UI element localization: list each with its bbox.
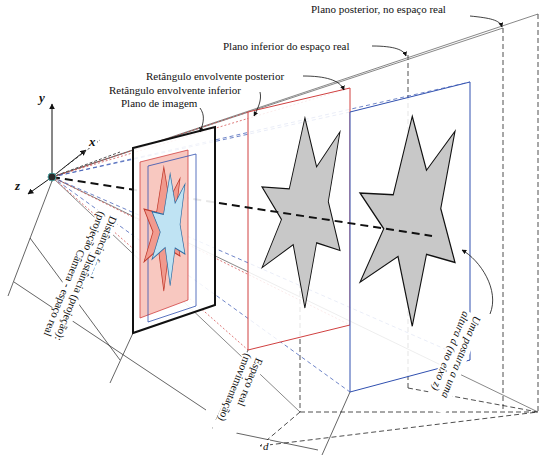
callout-label: y <box>38 92 46 104</box>
bounding-rectangle-lower <box>248 88 350 350</box>
callout-label: Plano de imagem <box>120 97 198 109</box>
dimension-lines <box>8 181 350 455</box>
leader-arrows <box>200 16 502 314</box>
callout-label: x <box>88 136 97 148</box>
pose-shape <box>262 108 340 320</box>
callout-label: Plano posterior, no espaço real <box>310 3 447 15</box>
dimension-label: Distância (projeção): Câmera - espaço re… <box>28 247 99 377</box>
camera-axes <box>28 104 120 194</box>
callout-label: d <box>262 440 270 452</box>
callout-label: z <box>14 180 21 192</box>
pose-shape <box>360 105 455 340</box>
callout-label: Retângulo envolvente inferior <box>108 84 242 96</box>
callout-label: Plano inferior do espaço real <box>222 40 350 52</box>
camera <box>48 173 56 181</box>
dimension-label: Espaço real (movimentação) <box>212 351 266 438</box>
callout-label: Retângulo envolvente posterior <box>145 70 285 82</box>
image-plane <box>133 127 215 333</box>
